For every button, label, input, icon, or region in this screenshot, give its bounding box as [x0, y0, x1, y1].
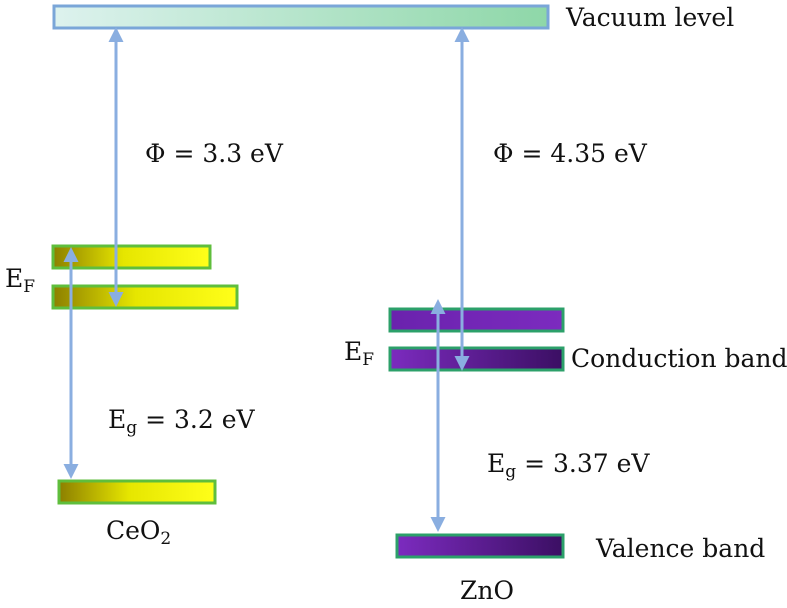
ceo2-valence-bar — [57, 479, 217, 505]
eg-subscript: g — [505, 462, 517, 482]
ceo2-band-gap-label: Eg = 3.2 eV — [108, 405, 255, 437]
ef-subscript: F — [23, 277, 36, 297]
ceo2-work-function-value: = 3.3 eV — [173, 139, 283, 168]
ceo2-subscript: 2 — [160, 529, 172, 549]
phi-symbol: Φ — [493, 139, 514, 168]
eg-symbol: E — [487, 449, 506, 478]
ceo2-band-gap-value: = 3.2 eV — [145, 405, 255, 434]
phi-symbol: Φ — [145, 139, 166, 168]
ceo2-material-label: CeO2 — [106, 516, 171, 548]
ef-subscript: F — [362, 350, 375, 370]
zno-fermi-level-label: EF — [344, 337, 374, 369]
zno-band-gap-label: Eg = 3.37 eV — [487, 449, 650, 481]
ef-symbol: E — [5, 264, 24, 293]
zno-band-gap-value: = 3.37 eV — [524, 449, 650, 478]
eg-subscript: g — [126, 418, 138, 438]
zno-conduction-bar — [388, 346, 565, 372]
eg-symbol: E — [108, 405, 127, 434]
vacuum-level-bar — [52, 4, 550, 30]
ceo2-formula: CeO — [106, 516, 161, 545]
zno-work-function-label: Φ = 4.35 eV — [493, 141, 647, 166]
ceo2-fermi-bar-lower — [51, 284, 239, 310]
vacuum-level-label: Vacuum level — [566, 3, 735, 32]
zno-upper-bar — [388, 307, 565, 333]
conduction-band-label: Conduction band — [571, 344, 787, 373]
ceo2-fermi-bar-upper — [51, 244, 212, 270]
ef-symbol: E — [344, 337, 363, 366]
zno-material-label: ZnO — [460, 576, 514, 605]
zno-work-function-value: = 4.35 eV — [521, 139, 647, 168]
ceo2-fermi-level-label: EF — [5, 264, 35, 296]
valence-band-label: Valence band — [596, 534, 766, 563]
ceo2-work-function-label: Φ = 3.3 eV — [145, 141, 283, 166]
zno-valence-bar — [395, 533, 565, 559]
